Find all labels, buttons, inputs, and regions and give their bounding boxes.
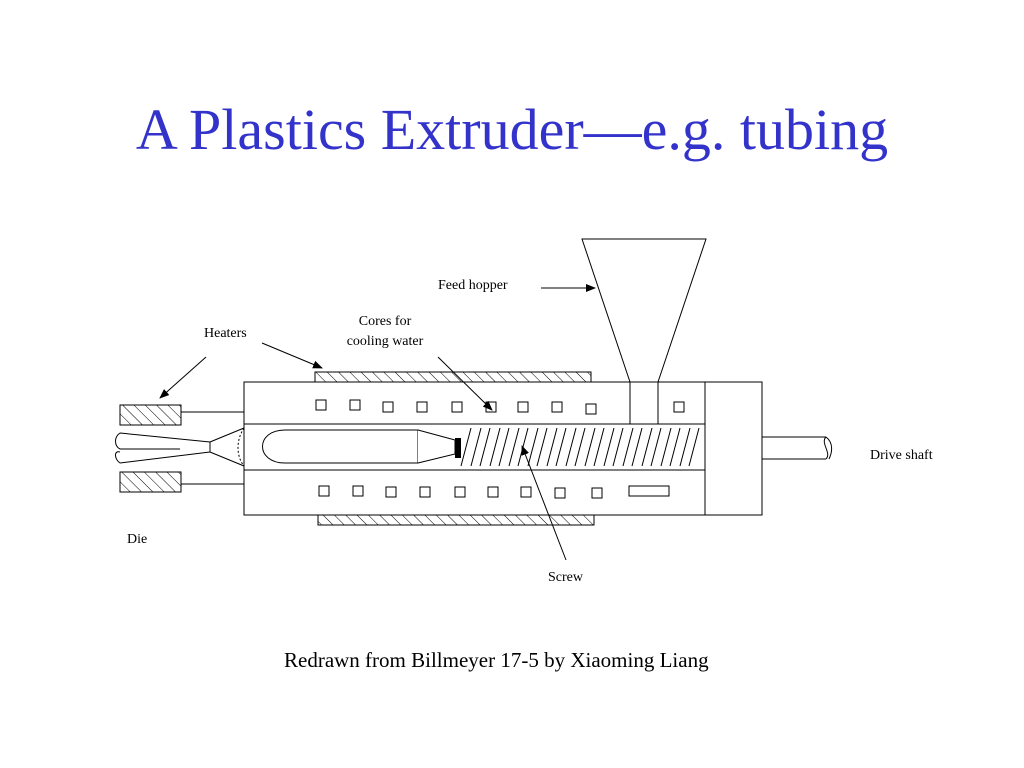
die-heater-bottom [119,471,182,493]
caption: Redrawn from Billmeyer 17-5 by Xiaoming … [284,648,709,672]
die-adapter-dashed [237,427,245,467]
die-heater-top [119,404,182,426]
label-die: Die [127,532,147,547]
gearbox-block [704,381,763,516]
label-cores-line1: Cores for [359,314,412,329]
heaters-arrow-barrel [261,342,323,369]
heater-band-bottom [317,514,595,526]
feed-hopper [581,238,707,383]
label-heaters: Heaters [204,326,247,341]
cooling-cores-top [315,399,685,415]
heaters-arrow-die [159,356,207,399]
cores-arrow [437,356,493,411]
heater-band-top [314,371,592,383]
label-cores-line2: cooling water [347,334,424,349]
slide-title: A Plastics Extruder—e.g. tubing [135,97,889,162]
cooling-cores-bottom [318,485,670,499]
label-feed-hopper: Feed hopper [438,278,508,293]
drive-shaft-break [823,436,833,460]
label-drive-shaft: Drive shaft [870,448,933,463]
screw-arrow [521,445,567,561]
die-adapter [209,427,245,467]
torpedo-taper [417,429,456,464]
screw-tip [455,438,461,458]
label-screw: Screw [548,570,584,585]
screw-flights [460,427,700,467]
torpedo [262,429,419,464]
die-channel [115,432,211,464]
